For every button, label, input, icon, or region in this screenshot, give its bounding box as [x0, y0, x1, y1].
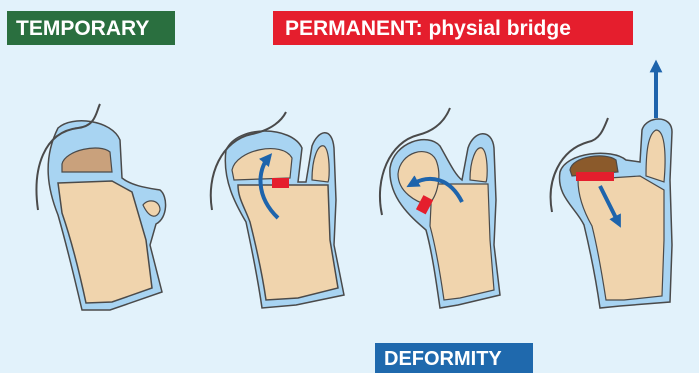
- physeal-bar: [272, 178, 289, 188]
- bone-figure-growth-arrest: [551, 66, 672, 308]
- bone-figure-bridge-up: [211, 112, 344, 308]
- permanent-label: PERMANENT: physial bridge: [273, 11, 633, 45]
- bone-figure-temporary: [37, 104, 166, 310]
- physeal-bar: [576, 172, 614, 181]
- deformity-label: DEFORMITY: [375, 343, 533, 373]
- temporary-label: TEMPORARY: [7, 11, 175, 45]
- bone-figure-bridge-left: [380, 108, 500, 308]
